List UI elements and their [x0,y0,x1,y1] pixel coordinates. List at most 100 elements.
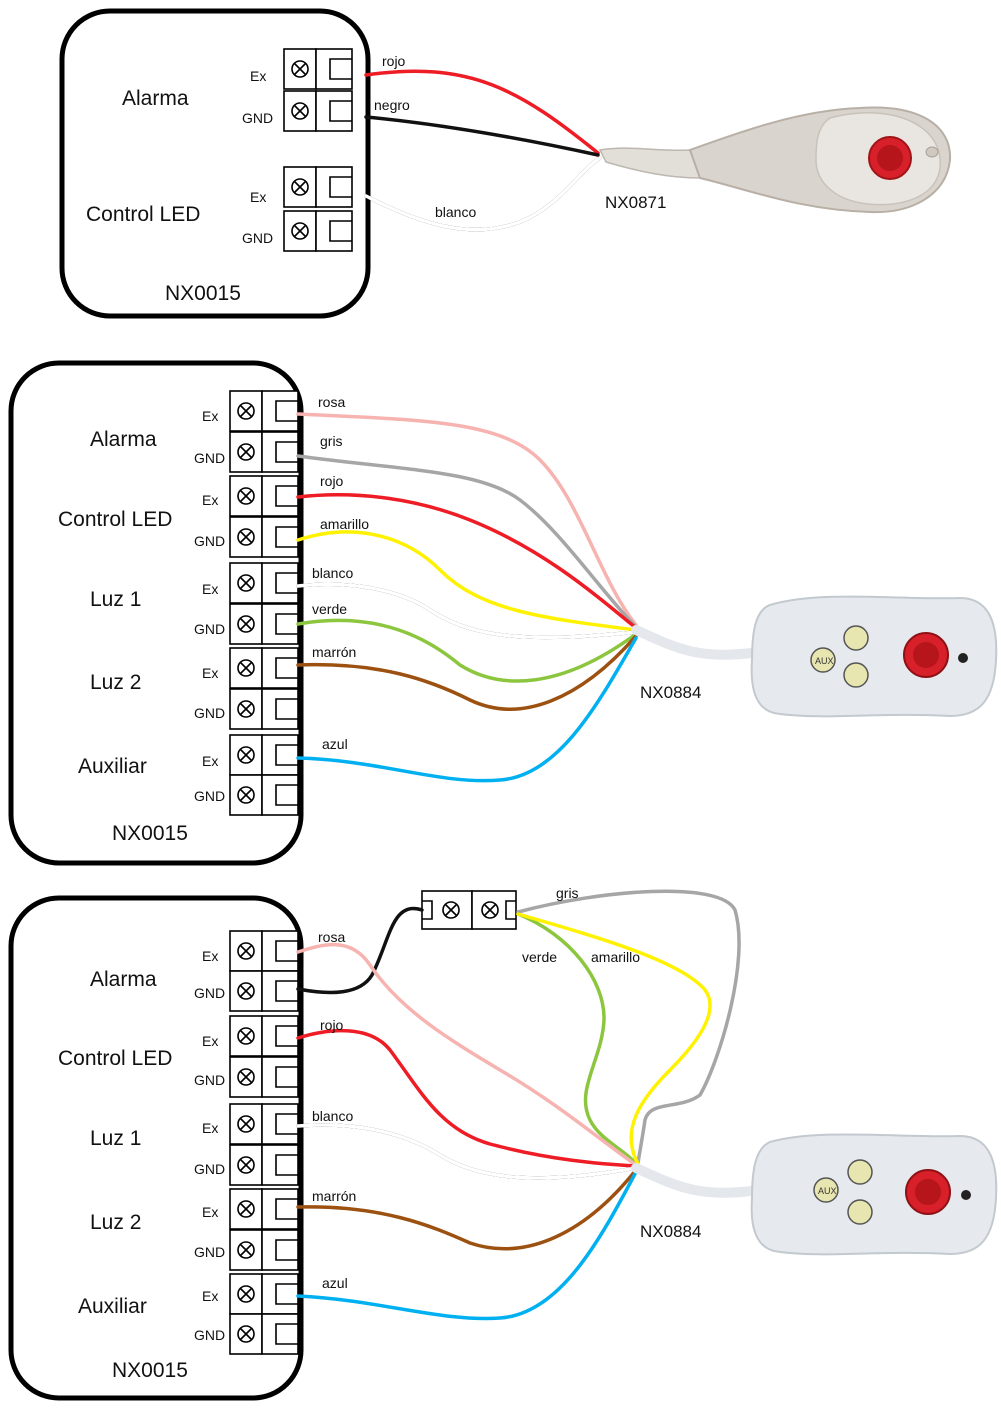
pin-label: Ex [202,1204,218,1220]
diagram-3: Alarma Control LED Luz 1 Luz 2 Auxiliar … [8,885,998,1401]
module-box-2 [8,360,304,866]
pin-label: Ex [202,1033,218,1049]
module-box-3 [8,895,304,1401]
pin-label: Ex [202,408,218,424]
pendant-device [598,106,952,214]
wire-azul [296,1170,638,1321]
group-label: Luz 1 [90,588,141,611]
pin-label: Ex [250,189,266,205]
wire-label: marrón [312,644,356,660]
wire-label: amarillo [591,949,640,965]
wire-label: blanco [312,565,353,581]
wire-rosa [296,942,638,1167]
wire-marron [296,634,638,711]
wire-rojo [296,493,638,630]
wire-label: blanco [435,204,476,220]
wire-label: gris [556,885,579,901]
pin-label: GND [194,450,225,466]
pin-label: GND [194,985,225,1001]
pin-label: Ex [202,753,218,769]
wire-blanco-outline [364,156,602,232]
wire-rojo [364,69,600,155]
group-label: Alarma [122,87,189,110]
wire-label: gris [320,433,343,449]
pin-label: GND [194,1161,225,1177]
wire-gris [296,454,638,629]
pin-label: Ex [202,492,218,508]
wire-gris [516,889,741,1165]
pin-label: Ex [202,1120,218,1136]
terminal-block [283,210,353,252]
group-label: Alarma [90,968,157,991]
group-label: Control LED [58,508,172,531]
pin-label: GND [194,1327,225,1343]
wire-label: rojo [382,53,406,69]
wire-label: rosa [318,929,345,945]
pin-label: Ex [202,948,218,964]
diagram-2: Alarma Control LED Luz 1 Luz 2 Auxiliar … [8,360,998,866]
led-indicator-icon [958,653,968,663]
wire-rojo [296,1028,638,1168]
pin-label: GND [242,230,273,246]
junction-connector [421,890,517,930]
wire-marron [296,1168,638,1251]
controller-device: AUX [750,1133,998,1256]
pin-label: GND [194,1072,225,1088]
wire-amarillo [296,530,638,632]
pin-label: Ex [202,665,218,681]
pin-label: Ex [202,581,218,597]
device-label: NX0871 [605,193,666,212]
wire-label: negro [374,97,410,113]
wire-negro [296,906,424,995]
wire-label: rojo [320,1017,344,1033]
group-label: Luz 1 [90,1127,141,1150]
aux-button-label: AUX [818,1186,837,1196]
wire-blanco [296,1123,638,1180]
module-label: NX0015 [112,822,188,845]
pin-label: GND [194,621,225,637]
pin-label: GND [242,110,273,126]
aux-button [813,1177,839,1203]
pin-label: GND [194,705,225,721]
device-label: NX0884 [640,683,701,702]
wire-azul [296,636,638,783]
wire-label: verde [522,949,557,965]
wire-negro [364,115,600,157]
group-label: Luz 2 [90,1211,141,1234]
terminal-block [283,166,353,208]
pin-label: GND [194,533,225,549]
group-label: Control LED [86,203,200,226]
led-indicator-icon [961,1190,971,1200]
group-label: Control LED [58,1047,172,1070]
light-button-icon [847,1199,873,1225]
pin-label: Ex [250,68,266,84]
wire-label: amarillo [320,516,369,532]
wire-verde [516,912,638,1166]
group-label: Auxiliar [78,1295,147,1318]
wire-verde [296,618,638,683]
device-label: NX0884 [640,1222,701,1241]
light-button-icon [843,662,869,688]
wire-label: rosa [318,394,345,410]
diagram-1: Alarma Control LED Ex GND Ex GND NX0015 … [59,8,952,319]
terminal-block [283,90,353,132]
light-button-icon [843,625,869,651]
pin-label: GND [194,1244,225,1260]
aux-button-label: AUX [815,656,834,666]
module-label: NX0015 [112,1359,188,1382]
wire-label: verde [312,601,347,617]
wire-amarillo [516,912,712,1166]
wire-label: azul [322,736,348,752]
wire-label: rojo [320,473,344,489]
wire-rosa [296,412,638,627]
module-label: NX0015 [165,282,241,305]
wire-label: marrón [312,1188,356,1204]
group-label: Luz 2 [90,671,141,694]
terminal-block [283,48,353,90]
pin-label: GND [194,788,225,804]
wire-blanco [364,156,602,232]
wire-blanco [296,582,638,640]
group-label: Alarma [90,428,157,451]
wire-label: blanco [312,1108,353,1124]
